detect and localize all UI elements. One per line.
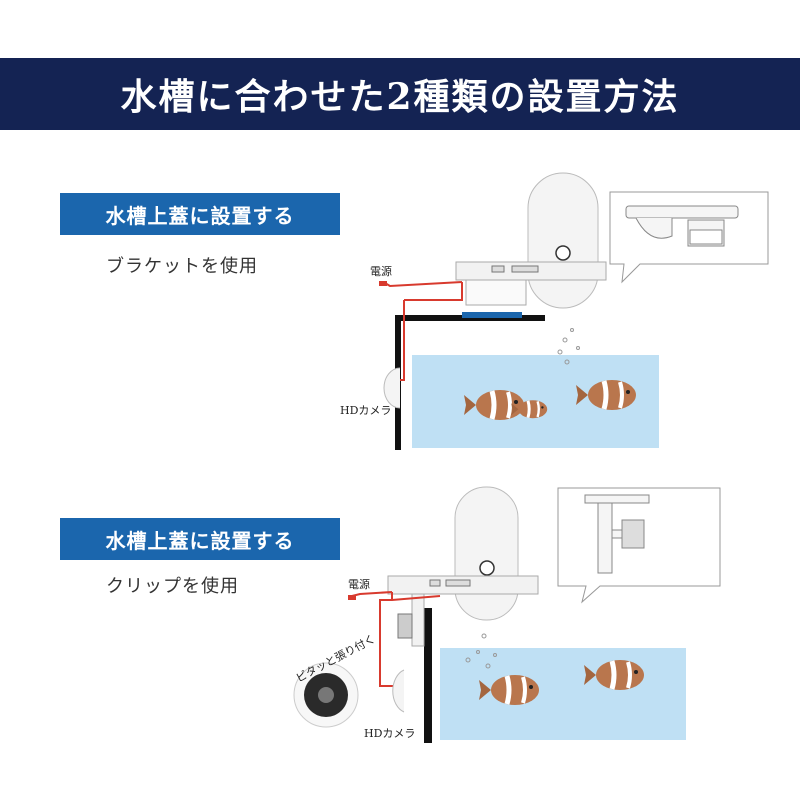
aquarium-water-2 [440,648,686,740]
section1-diagram: 電源 HDカメラ [340,172,769,450]
hd-camera-icon [383,367,401,409]
lid-pad [462,312,522,318]
tank-wall-2 [424,608,432,743]
section2-diagram: 電源 HDカメラ ピタッと張り付く [293,486,721,743]
clip-arm [411,593,425,647]
hd-camera-label-2: HDカメラ [364,727,415,740]
section2-subtitle: クリップを使用 [106,576,239,597]
camera-lens-icon-2 [479,560,495,576]
section1-subtitle: ブラケットを使用 [106,256,258,277]
clip-detail-icon [584,494,650,574]
camera-lens-icon [555,245,571,261]
title-banner: 水槽に合わせた2種類の設置方法 [0,58,800,130]
power-label: 電源 [370,264,392,278]
hd-camera-icon-2 [392,669,405,713]
bubbles [557,328,580,365]
bracket-detail-icon [625,205,739,247]
bubbles-2 [465,633,497,669]
page-title: 水槽に合わせた2種類の設置方法 [120,76,680,118]
camera-device [527,172,599,309]
bracket-clamp [465,279,527,306]
clip-screw-icon [397,613,413,639]
camera-device-2 [454,486,519,621]
section1-label: 水槽上蓋に設置する [60,193,340,235]
power-plug-icon-2 [348,595,356,600]
power-plug-icon [379,281,387,286]
power-label-2: 電源 [348,577,370,591]
hd-camera-label: HDカメラ [340,404,391,417]
section2-label: 水槽上蓋に設置する [60,518,340,560]
